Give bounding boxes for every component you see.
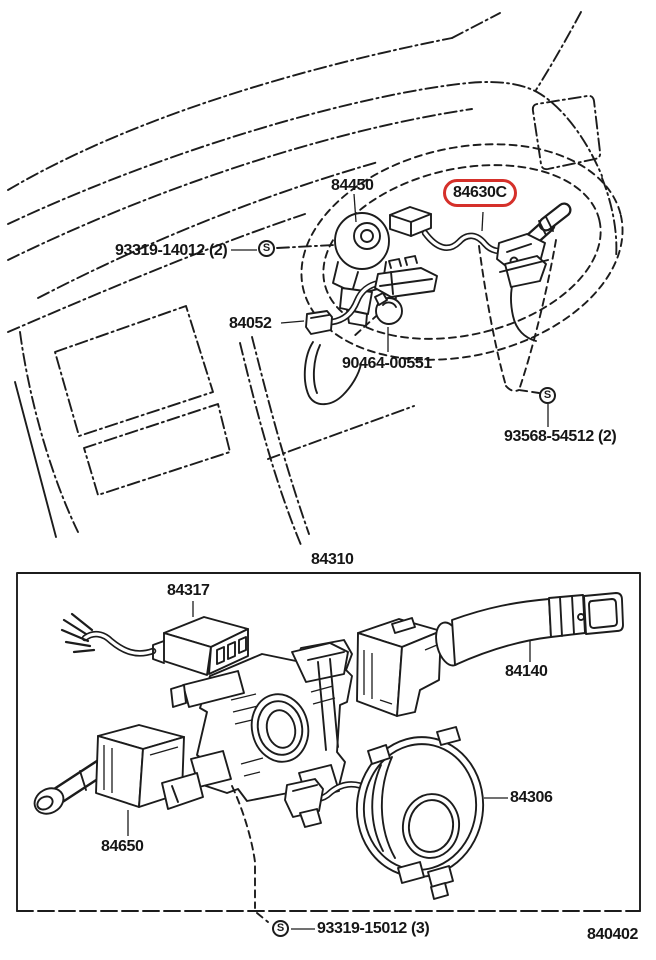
page-code: 840402 <box>587 926 638 943</box>
part-84140-switch <box>356 592 624 717</box>
label-90464-00551[interactable]: 90464-00551 <box>342 355 432 372</box>
screw-symbol-93319-14012: S <box>258 240 275 257</box>
label-93319-15012[interactable]: 93319-15012 (3) <box>317 920 430 937</box>
part-84306-spiral-cable <box>284 726 485 900</box>
part-90464-grommet <box>374 292 403 325</box>
steering-wheel-outline <box>300 143 624 392</box>
label-84317[interactable]: 84317 <box>167 582 210 599</box>
label-84306[interactable]: 84306 <box>510 789 553 806</box>
label-84650[interactable]: 84650 <box>101 838 144 855</box>
part-84630c-switch <box>389 202 572 288</box>
leader-lines-bottom <box>127 601 531 930</box>
screw-symbol-93568-54512: S <box>539 387 556 404</box>
cluster-rect <box>54 305 214 437</box>
part-84317-connector <box>60 612 249 676</box>
label-93568-54512[interactable]: 93568-54512 (2) <box>504 428 617 445</box>
label-84310[interactable]: 84310 <box>311 551 354 568</box>
screw-letter: S <box>262 242 271 254</box>
label-84630c: 84630C <box>453 184 507 201</box>
label-84450[interactable]: 84450 <box>331 177 374 194</box>
radio-rect <box>83 403 231 496</box>
combination-switch-bracket <box>170 639 353 802</box>
assembly-box-84310 <box>16 572 641 912</box>
highlight-oval-84630c[interactable]: 84630C <box>443 179 517 207</box>
screw-symbol-93319-15012: S <box>272 920 289 937</box>
dashboard-outline <box>7 11 618 546</box>
label-84052[interactable]: 84052 <box>229 315 272 332</box>
part-84052-wire <box>305 255 438 335</box>
label-84140[interactable]: 84140 <box>505 663 548 680</box>
label-93319-14012[interactable]: 93319-14012 (2) <box>115 242 228 259</box>
screw-letter: S <box>276 922 285 934</box>
part-84650-switch <box>33 724 204 815</box>
screw-letter: S <box>543 389 552 401</box>
leader-lines-top <box>231 193 549 427</box>
vent-outline <box>531 94 602 171</box>
